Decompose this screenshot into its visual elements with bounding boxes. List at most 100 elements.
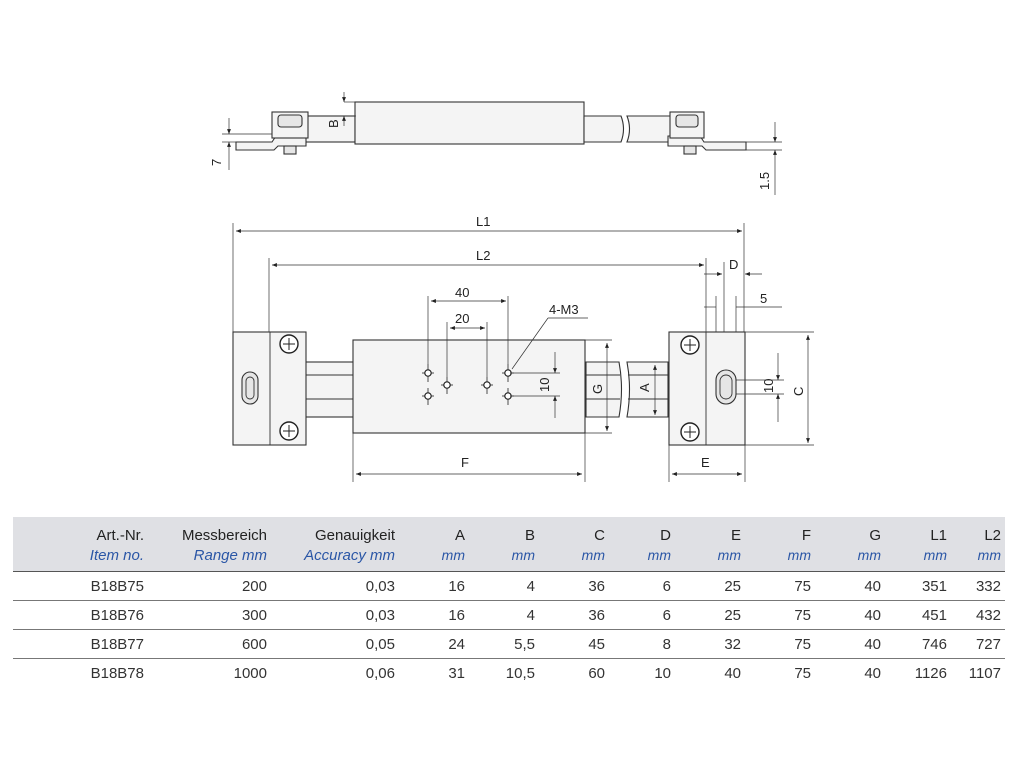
cell-a: 24 bbox=[399, 629, 469, 659]
cell-range: 300 bbox=[148, 600, 271, 630]
dim-l2-label: L2 bbox=[476, 248, 490, 263]
left-bracket-front bbox=[232, 331, 307, 446]
cell-accuracy: 0,03 bbox=[271, 571, 399, 601]
cell-d: 6 bbox=[609, 600, 675, 630]
header-accuracy: Genauigkeit bbox=[271, 517, 399, 545]
cell-d: 8 bbox=[609, 629, 675, 659]
header-unit: mm bbox=[815, 545, 885, 572]
cell-item-no: B18B77 bbox=[13, 629, 148, 659]
header-item-no: Art.-Nr. bbox=[13, 517, 148, 545]
header-unit: mm bbox=[885, 545, 951, 572]
cell-accuracy: 0,05 bbox=[271, 629, 399, 659]
dim-l1-label: L1 bbox=[476, 214, 490, 229]
cell-accuracy: 0,03 bbox=[271, 600, 399, 630]
dim-20-label: 20 bbox=[455, 311, 469, 326]
cell-l1: 451 bbox=[885, 600, 951, 630]
header-f: F bbox=[745, 517, 815, 545]
dim-g-label: G bbox=[590, 384, 605, 394]
cell-b: 5,5 bbox=[469, 629, 539, 659]
dim-10-left-label: 10 bbox=[537, 378, 552, 392]
dim-40-label: 40 bbox=[455, 285, 469, 300]
cell-b: 4 bbox=[469, 571, 539, 601]
header-accuracy-en: Accuracy mm bbox=[271, 545, 399, 572]
cell-b: 10,5 bbox=[469, 658, 539, 687]
cell-l2: 432 bbox=[951, 600, 1005, 630]
technical-drawing: B 7 1.5 bbox=[209, 92, 814, 482]
right-bracket-front bbox=[668, 331, 746, 446]
dim-1-5-label: 1.5 bbox=[757, 172, 772, 190]
header-l2: L2 bbox=[951, 517, 1005, 545]
header-b: B bbox=[469, 517, 539, 545]
dim-a-label: A bbox=[637, 383, 652, 392]
header-e: E bbox=[675, 517, 745, 545]
cell-item-no: B18B76 bbox=[13, 600, 148, 630]
cell-c: 36 bbox=[539, 600, 609, 630]
right-bracket-top bbox=[667, 111, 747, 155]
cell-c: 60 bbox=[539, 658, 609, 687]
header-range: Messbereich bbox=[148, 517, 271, 545]
left-bracket-top bbox=[235, 111, 309, 155]
cell-d: 10 bbox=[609, 658, 675, 687]
cell-e: 32 bbox=[675, 629, 745, 659]
header-l1: L1 bbox=[885, 517, 951, 545]
cell-l1: 351 bbox=[885, 571, 951, 601]
cell-f: 75 bbox=[745, 600, 815, 630]
header-unit: mm bbox=[675, 545, 745, 572]
holes-label: 4-M3 bbox=[549, 302, 579, 317]
table-row: B18B76 300 0,03 16 4 36 6 25 75 40 451 4… bbox=[13, 600, 1005, 630]
cell-g: 40 bbox=[815, 571, 885, 601]
cell-b: 4 bbox=[469, 600, 539, 630]
cell-a: 16 bbox=[399, 571, 469, 601]
cell-l2: 332 bbox=[951, 571, 1005, 601]
header-d: D bbox=[609, 517, 675, 545]
dim-c-label: C bbox=[791, 387, 806, 396]
cell-l2: 727 bbox=[951, 629, 1005, 659]
cell-l1: 1126 bbox=[885, 658, 951, 687]
cell-g: 40 bbox=[815, 658, 885, 687]
header-unit: mm bbox=[539, 545, 609, 572]
top-view: B 7 1.5 bbox=[209, 92, 782, 195]
header-item-no-en: Item no. bbox=[13, 545, 148, 572]
cell-e: 25 bbox=[675, 571, 745, 601]
dim-b-label: B bbox=[326, 119, 341, 128]
dim-e-label: E bbox=[701, 455, 710, 470]
header-a: A bbox=[399, 517, 469, 545]
header-unit: mm bbox=[399, 545, 469, 572]
dim-7-label: 7 bbox=[209, 159, 224, 166]
cell-f: 75 bbox=[745, 658, 815, 687]
cell-range: 600 bbox=[148, 629, 271, 659]
specification-table: Art.-Nr. Messbereich Genauigkeit A B C D… bbox=[13, 517, 1005, 687]
cell-f: 75 bbox=[745, 629, 815, 659]
cell-c: 36 bbox=[539, 571, 609, 601]
header-unit: mm bbox=[951, 545, 1005, 572]
header-unit: mm bbox=[469, 545, 539, 572]
header-g: G bbox=[815, 517, 885, 545]
cell-range: 200 bbox=[148, 571, 271, 601]
dim-5-label: 5 bbox=[760, 291, 767, 306]
cell-e: 40 bbox=[675, 658, 745, 687]
dim-10-right-label: 10 bbox=[761, 379, 776, 393]
header-unit: mm bbox=[609, 545, 675, 572]
header-range-en: Range mm bbox=[148, 545, 271, 572]
cell-g: 40 bbox=[815, 600, 885, 630]
dim-d-label: D bbox=[729, 257, 738, 272]
cell-f: 75 bbox=[745, 571, 815, 601]
cell-range: 1000 bbox=[148, 658, 271, 687]
cell-c: 45 bbox=[539, 629, 609, 659]
cell-d: 6 bbox=[609, 571, 675, 601]
cell-item-no: B18B75 bbox=[13, 571, 148, 601]
header-row-english: Item no. Range mm Accuracy mm mm mm mm m… bbox=[13, 545, 1005, 572]
cell-l1: 746 bbox=[885, 629, 951, 659]
cell-item-no: B18B78 bbox=[13, 658, 148, 687]
table-row: B18B78 1000 0,06 31 10,5 60 10 40 75 40 … bbox=[13, 658, 1005, 687]
cell-a: 16 bbox=[399, 600, 469, 630]
cell-accuracy: 0,06 bbox=[271, 658, 399, 687]
cell-l2: 1107 bbox=[951, 658, 1005, 687]
cell-a: 31 bbox=[399, 658, 469, 687]
table-row: B18B75 200 0,03 16 4 36 6 25 75 40 351 3… bbox=[13, 571, 1005, 601]
front-view: L1 L2 D 5 40 20 4-M3 bbox=[232, 214, 814, 482]
header-row-german: Art.-Nr. Messbereich Genauigkeit A B C D… bbox=[13, 517, 1005, 545]
cell-e: 25 bbox=[675, 600, 745, 630]
table-row: B18B77 600 0,05 24 5,5 45 8 32 75 40 746… bbox=[13, 629, 1005, 659]
dim-f-label: F bbox=[461, 455, 469, 470]
